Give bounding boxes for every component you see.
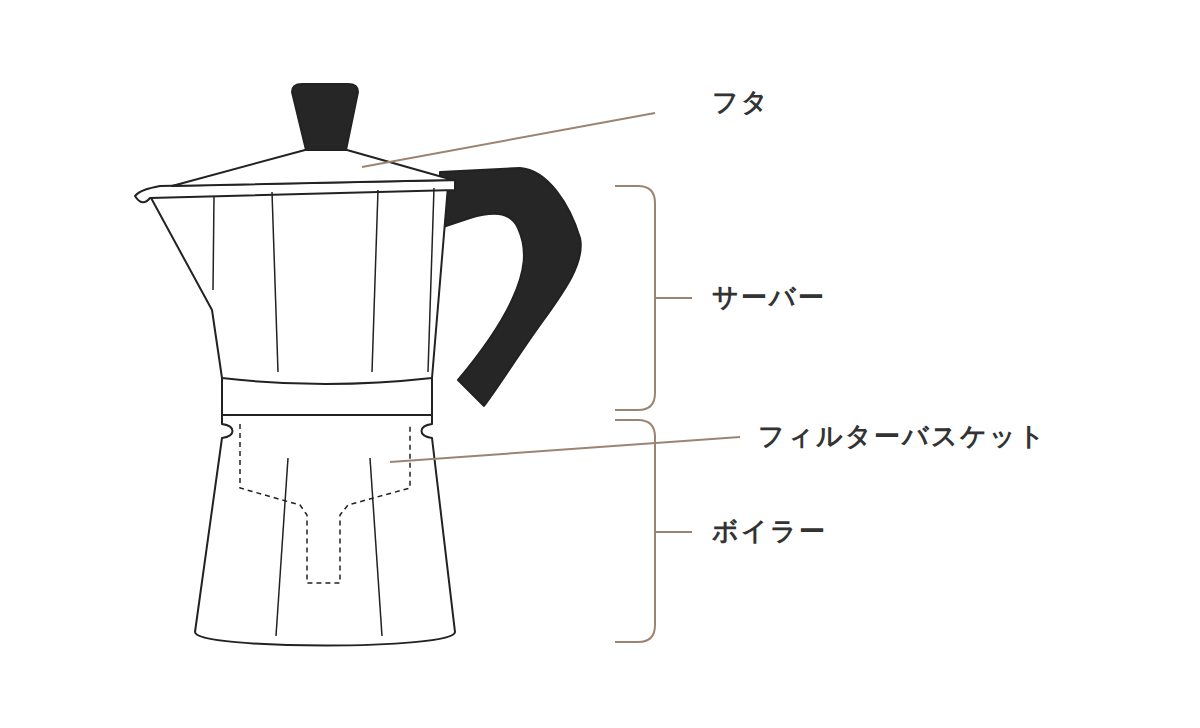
part-label: フタ: [712, 87, 770, 118]
lid-knob: [292, 84, 358, 150]
bracket: [615, 186, 692, 410]
part-label: サーバー: [712, 282, 826, 313]
leader-line: [390, 437, 740, 462]
part-label: ボイラー: [712, 516, 827, 547]
part-label: フィルターバスケット: [758, 421, 1047, 452]
lid: [172, 150, 453, 186]
server-body: [150, 186, 448, 384]
leaders: [362, 113, 740, 642]
leader-line: [362, 113, 655, 167]
handle: [440, 168, 581, 406]
boiler-body: [195, 415, 455, 646]
panel-lines: [213, 188, 434, 636]
bracket: [615, 420, 692, 642]
filter-basket-outline: [240, 424, 410, 583]
